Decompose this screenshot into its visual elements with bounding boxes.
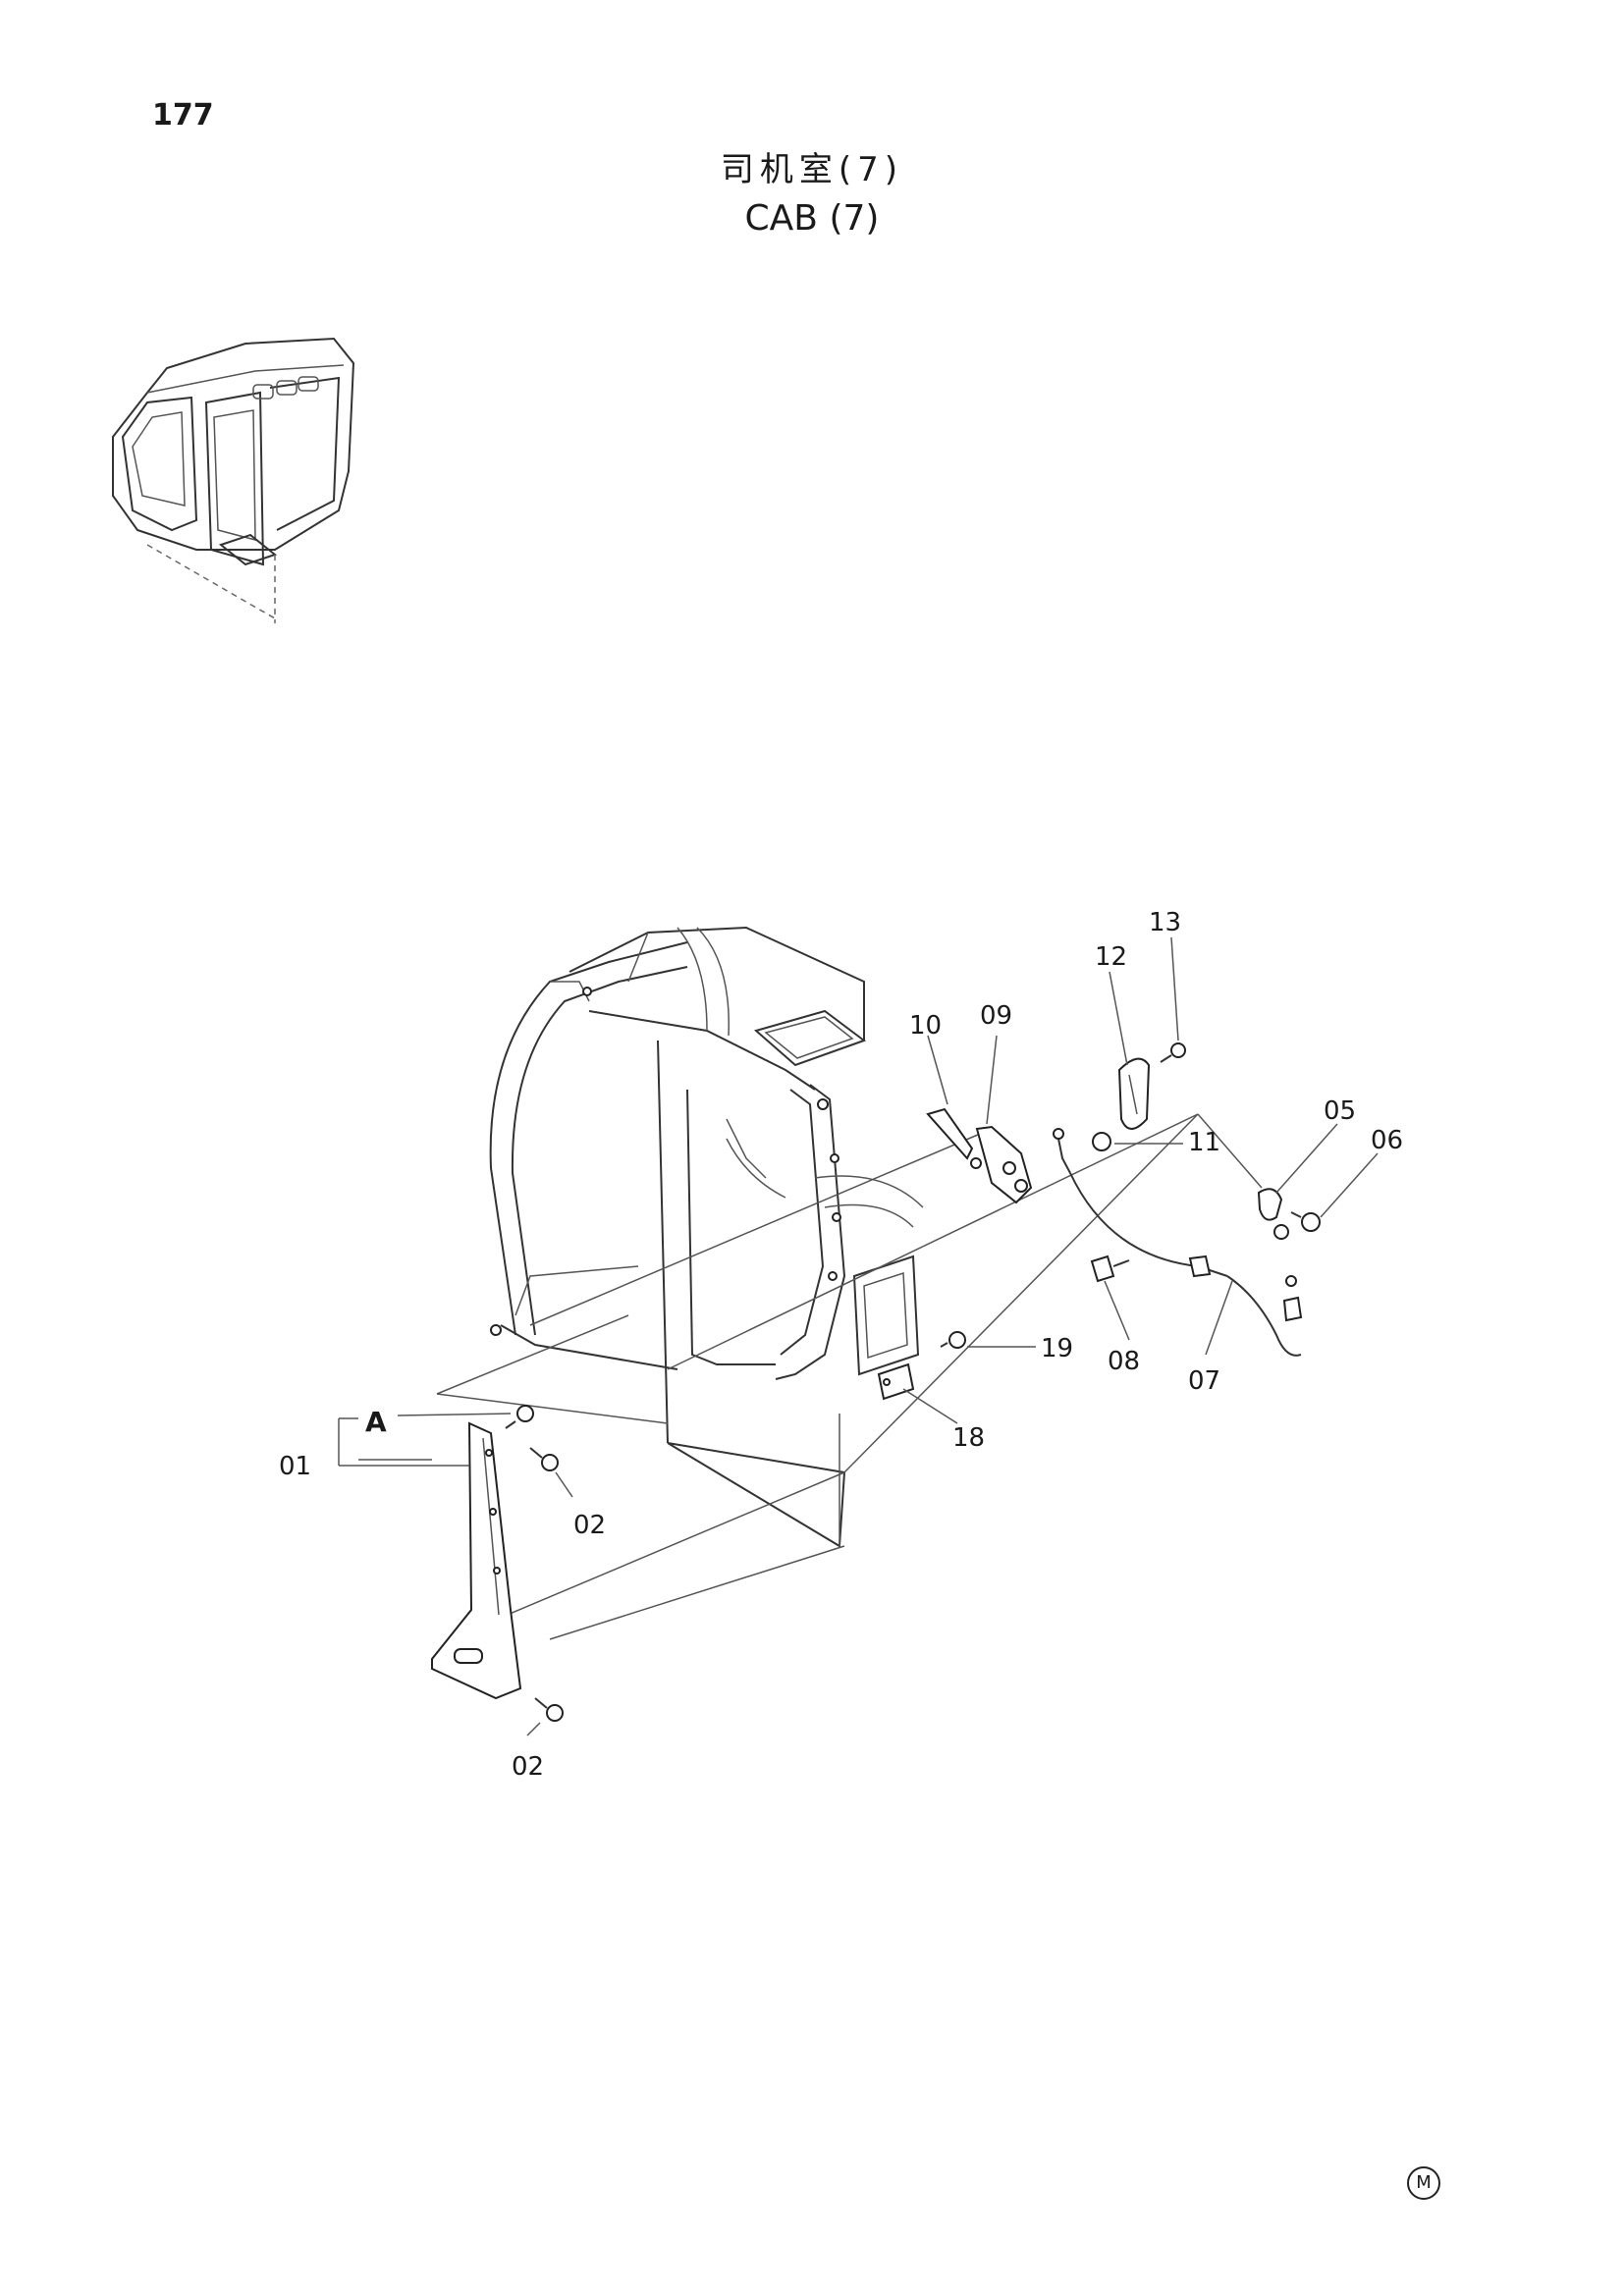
part-19-bolt [940,1331,966,1349]
part-12-handle [1117,1057,1151,1130]
part-09-latch [975,1125,1033,1204]
callout-01: 01 [279,1452,311,1481]
callout-13: 13 [1149,908,1181,937]
bolt-02-upper [529,1447,559,1471]
callout-02-lower: 02 [512,1752,544,1782]
callout-05: 05 [1324,1096,1356,1126]
page-title: 司机室(7) CAB (7) [0,142,1624,239]
callout-A: A [365,1406,387,1438]
title-chinese: 司机室(7) [720,150,904,189]
part-13-screw [1160,1042,1186,1063]
callout-18: 18 [952,1423,985,1453]
callout-02-upper: 02 [573,1511,606,1540]
part-06-nut [1290,1211,1321,1232]
registered-mark-icon: M [1407,2166,1440,2200]
cab-thumbnail [112,337,355,623]
part-11-cable-end [1053,1128,1111,1174]
projection-lines [436,1113,1263,1640]
part-10-lever [926,1107,982,1169]
callout-09: 09 [980,1001,1012,1031]
callout-19: 19 [1041,1334,1073,1363]
leader-lines [338,936,1379,1736]
cab-frame [489,926,924,1548]
bolt-A [505,1405,534,1429]
part-01-trim-panel [431,1421,522,1700]
part-05-clip [1257,1188,1289,1240]
part-08-fitting [1090,1255,1130,1283]
callout-10: 10 [909,1011,942,1041]
callout-12: 12 [1095,942,1127,972]
title-english: CAB (7) [744,198,880,239]
callout-08: 08 [1108,1347,1140,1376]
bolt-02-lower [534,1697,564,1722]
callout-07: 07 [1188,1366,1220,1396]
callout-06: 06 [1371,1126,1403,1155]
part-07-cable [1069,1172,1303,1357]
callout-11: 11 [1188,1128,1220,1157]
page-number: 177 [152,98,214,133]
part-18-bracket [877,1362,915,1401]
